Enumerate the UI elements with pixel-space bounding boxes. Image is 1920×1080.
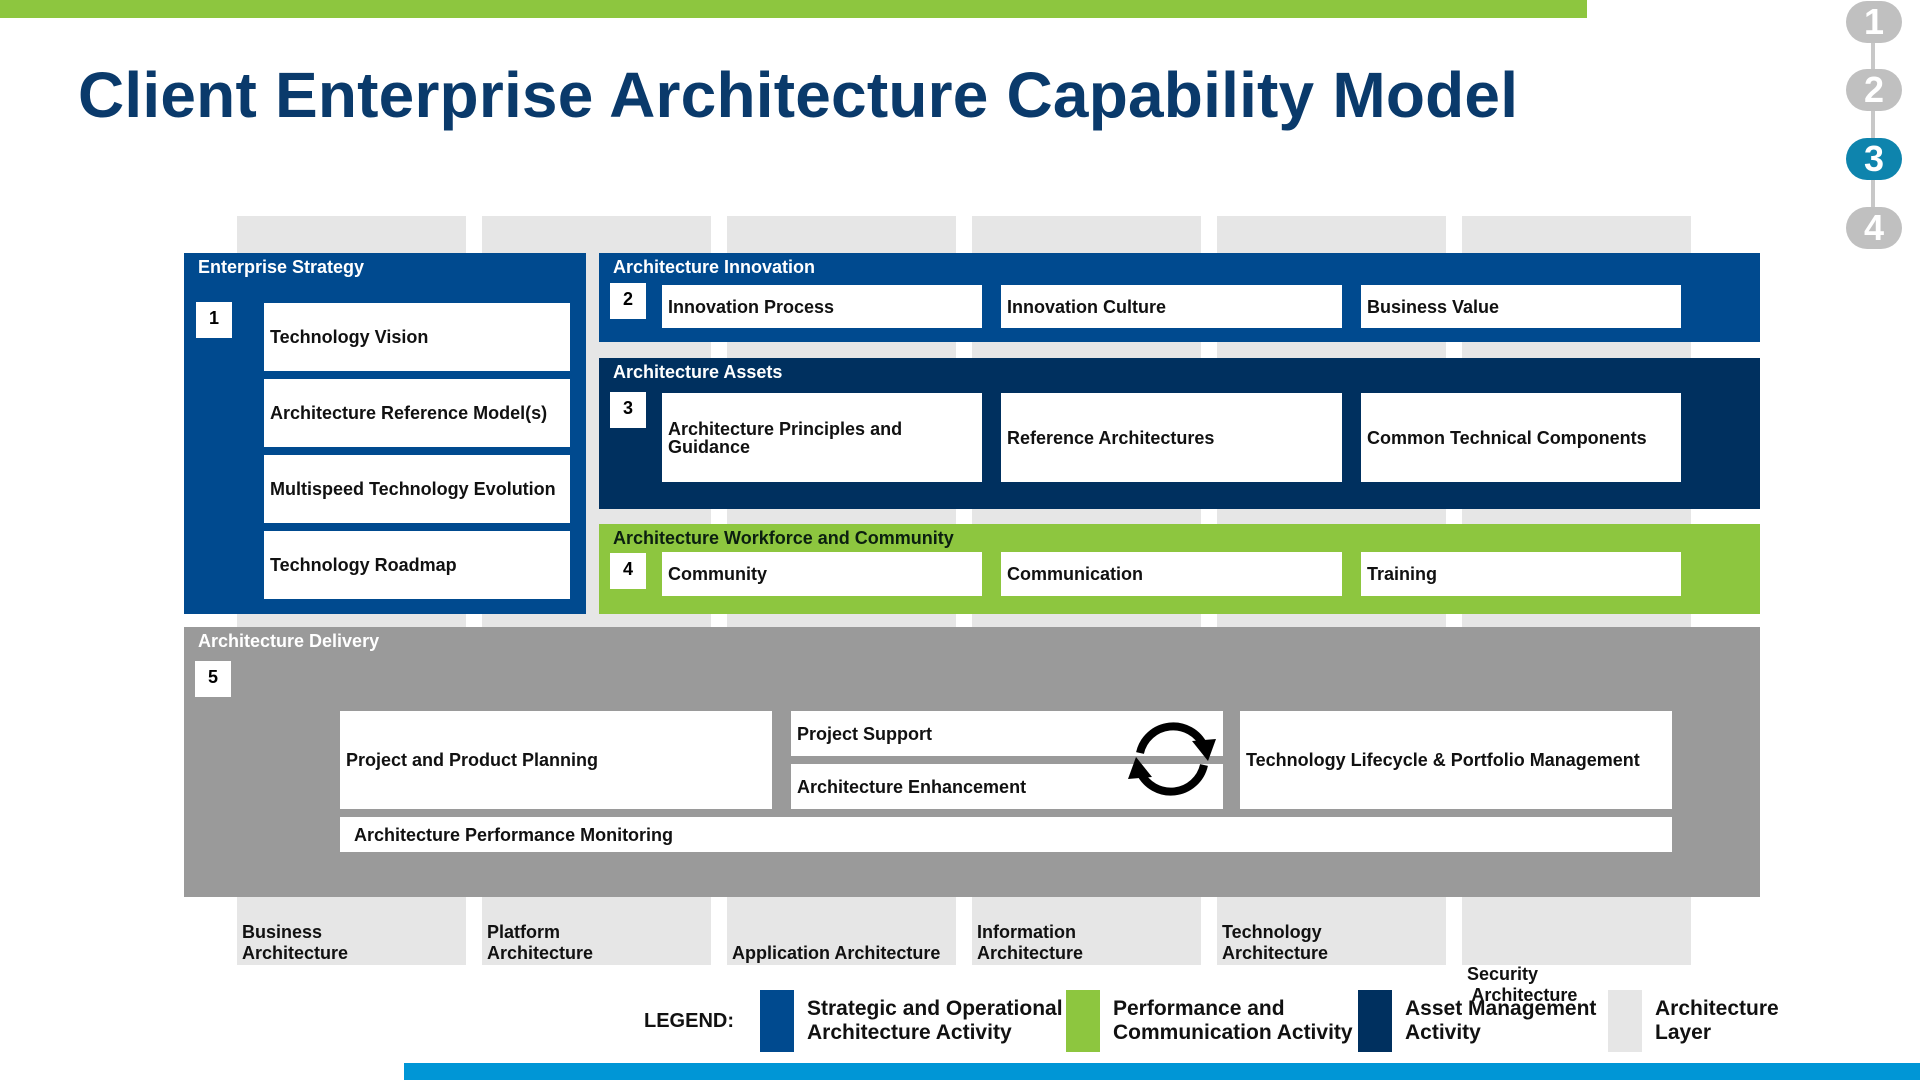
training-box: Training: [1361, 552, 1681, 596]
multispeed-technology-evolution-box: Multispeed Technology Evolution: [264, 455, 570, 523]
step-connector-line: [1871, 20, 1875, 230]
architecture-workforce-number: 4: [610, 553, 646, 589]
architecture-workforce-panel: Architecture Workforce and Community 4 C…: [599, 524, 1760, 614]
legend-label: LEGEND:: [644, 1010, 734, 1032]
architecture-innovation-panel: Architecture Innovation 2 Innovation Pro…: [599, 253, 1760, 342]
layer-label-security: Security Architecture: [1467, 964, 1578, 1005]
step-1-button[interactable]: 1: [1846, 1, 1902, 43]
reference-architectures-box: Reference Architectures: [1001, 393, 1342, 482]
bottom-accent-bar: [404, 1063, 1920, 1080]
top-accent-bar: [0, 0, 1587, 18]
common-technical-components-box: Common Technical Components: [1361, 393, 1681, 482]
technology-vision-box: Technology Vision: [264, 303, 570, 371]
enterprise-strategy-title: Enterprise Strategy: [198, 257, 365, 277]
legend-swatch-performance: [1066, 990, 1100, 1052]
architecture-principles-box: Architecture Principles and Guidance: [662, 393, 982, 482]
step-2-button[interactable]: 2: [1846, 69, 1902, 111]
architecture-workforce-title: Architecture Workforce and Community: [613, 528, 954, 548]
business-value-box: Business Value: [1361, 285, 1681, 328]
step-4-button[interactable]: 4: [1846, 207, 1902, 249]
innovation-process-box: Innovation Process: [662, 285, 982, 328]
technology-roadmap-box: Technology Roadmap: [264, 531, 570, 599]
step-3-button[interactable]: 3: [1846, 138, 1902, 180]
project-product-planning-box: Project and Product Planning: [340, 711, 772, 809]
architecture-delivery-panel: Architecture Delivery 5 Project and Prod…: [184, 627, 1760, 897]
architecture-reference-models-box: Architecture Reference Model(s): [264, 379, 570, 447]
legend-swatch-layer: [1608, 990, 1642, 1052]
architecture-assets-panel: Architecture Assets 3 Architecture Princ…: [599, 358, 1760, 509]
architecture-assets-number: 3: [610, 392, 646, 428]
enterprise-strategy-panel: Enterprise Strategy 1 Technology Vision …: [184, 253, 586, 614]
layer-label-application: Application Architecture: [732, 943, 941, 963]
cycle-arrows-icon: [1126, 713, 1218, 805]
architecture-delivery-title: Architecture Delivery: [198, 631, 380, 651]
architecture-assets-title: Architecture Assets: [613, 362, 783, 382]
technology-lifecycle-box: Technology Lifecycle & Portfolio Managem…: [1240, 711, 1672, 809]
page-title: Client Enterprise Architecture Capabilit…: [78, 59, 1519, 131]
architecture-innovation-title: Architecture Innovation: [613, 257, 816, 277]
enterprise-strategy-number: 1: [196, 302, 232, 338]
community-box: Community: [662, 552, 982, 596]
innovation-culture-box: Innovation Culture: [1001, 285, 1342, 328]
communication-box: Communication: [1001, 552, 1342, 596]
legend-swatch-strategic: [760, 990, 794, 1052]
legend-swatch-asset: [1358, 990, 1392, 1052]
architecture-performance-monitoring-box: Architecture Performance Monitoring: [340, 817, 1672, 852]
architecture-innovation-number: 2: [610, 283, 646, 319]
architecture-delivery-number: 5: [195, 661, 231, 697]
